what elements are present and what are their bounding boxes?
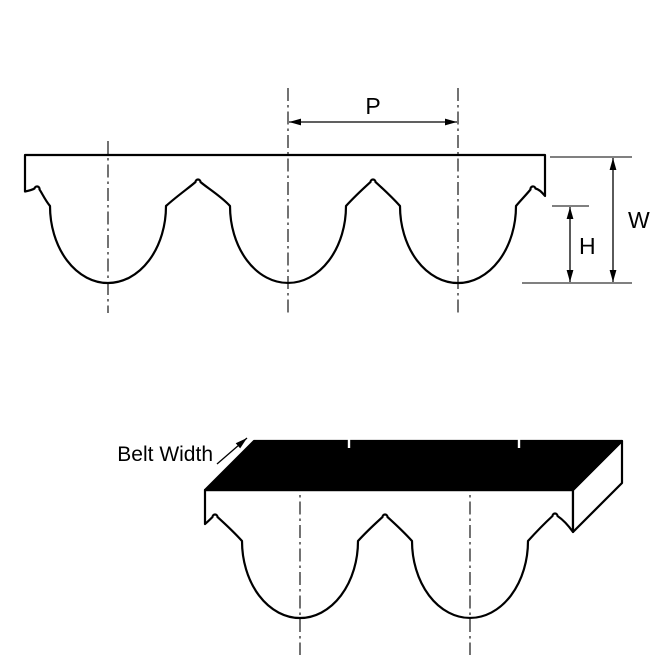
dim-label-pitch: P xyxy=(365,93,380,119)
cross-section-view: P W H xyxy=(23,88,650,313)
belt-width-arrow xyxy=(216,437,248,465)
belt-front-profile xyxy=(203,488,575,620)
belt-width-label: Belt Width xyxy=(117,443,213,466)
dim-label-h: H xyxy=(579,233,596,259)
perspective-view: Belt Width xyxy=(117,437,624,655)
belt-profile-outline xyxy=(23,153,547,285)
belt-top-surface xyxy=(203,439,624,492)
dim-label-w: W xyxy=(628,207,650,233)
